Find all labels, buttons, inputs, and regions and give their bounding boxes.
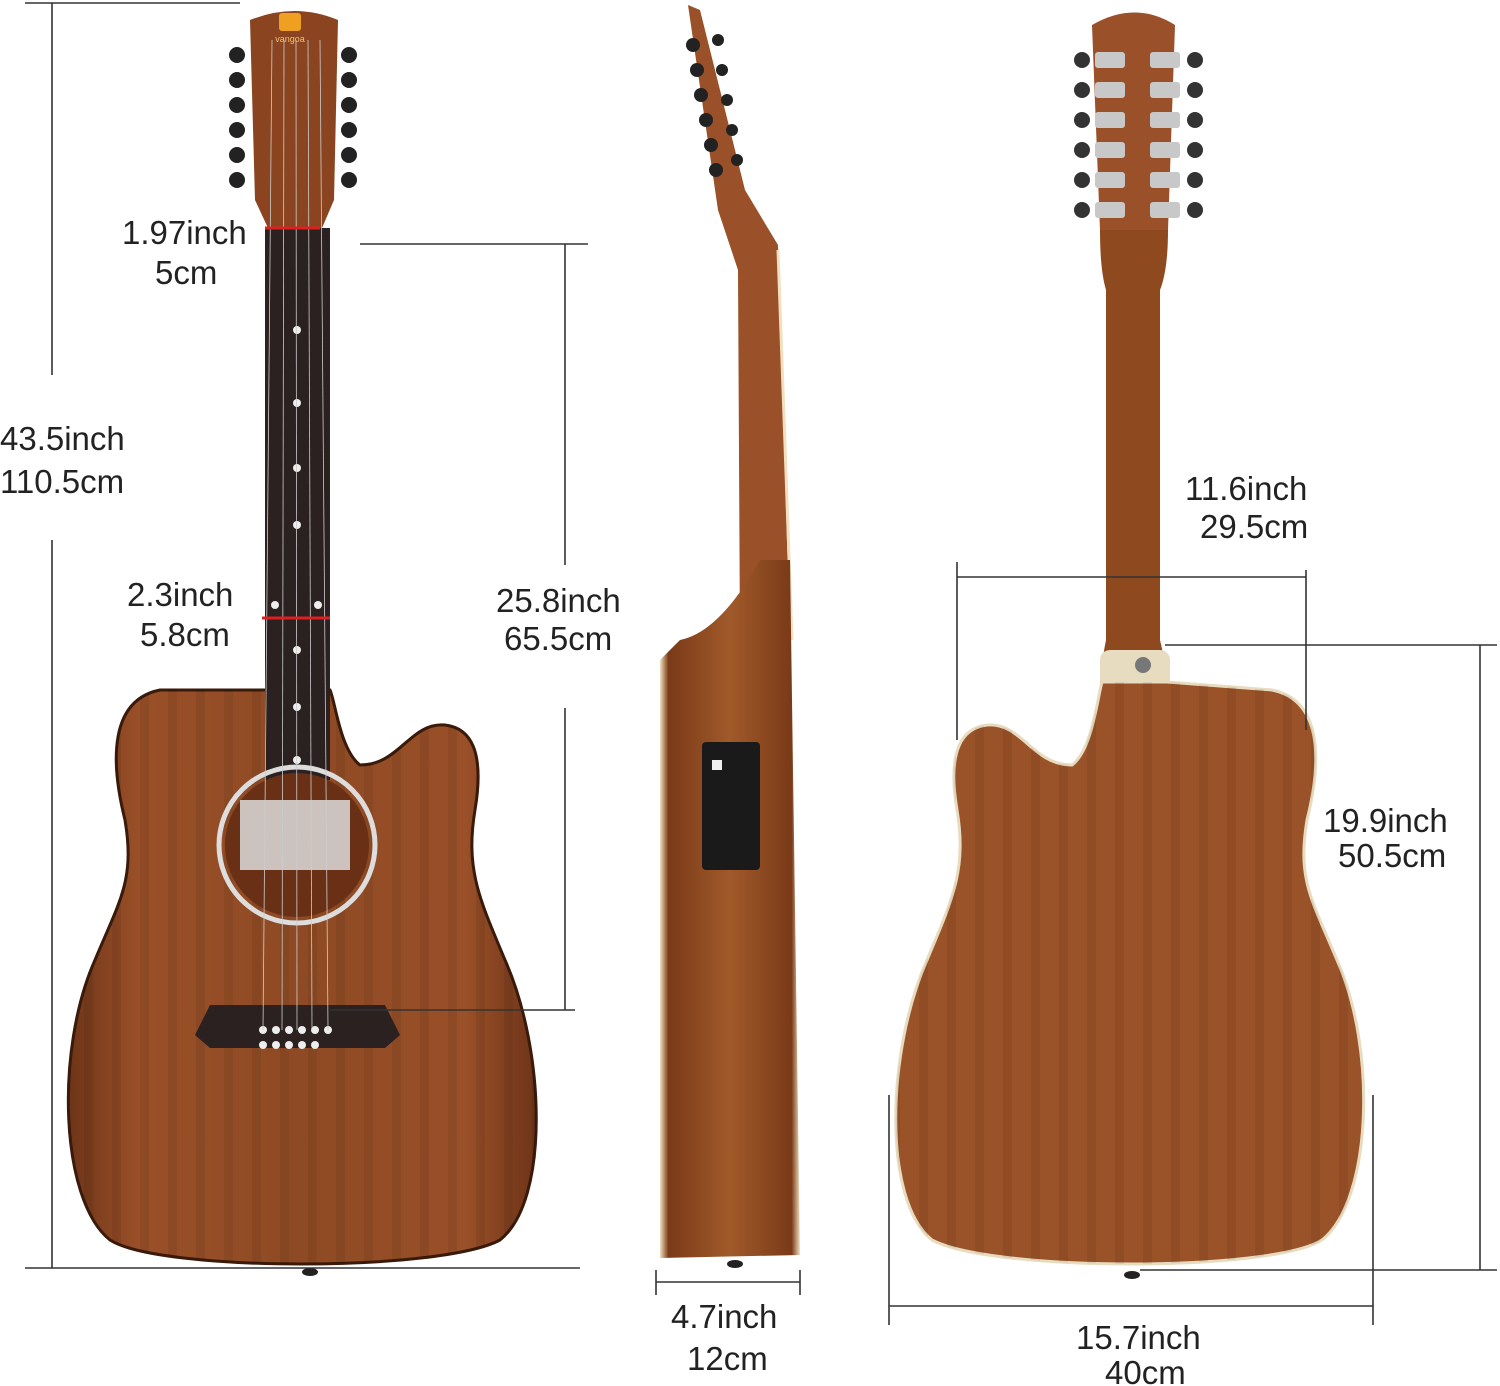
body-length-inch: 19.9inch: [1323, 802, 1448, 839]
preamp-panel: [702, 742, 760, 870]
side-body: [660, 560, 800, 1258]
back-tuners: [1074, 52, 1203, 218]
soundhole-label: [240, 800, 350, 870]
body-depth-cm: 12cm: [687, 1340, 768, 1377]
body-length-cm: 50.5cm: [1338, 837, 1446, 874]
neck-width-inch: 2.3inch: [127, 576, 233, 613]
dimension-lines: [25, 2, 1497, 1325]
back-neck: [1100, 230, 1168, 690]
scale-length-cm: 65.5cm: [504, 620, 612, 657]
scale-length-inch: 25.8inch: [496, 582, 621, 619]
vangoa-logo-badge: [279, 13, 301, 31]
strings: [262, 39, 329, 1031]
front-tuners: [229, 47, 357, 188]
upper-bout-inch: 11.6inch: [1185, 470, 1307, 507]
body-depth-inch: 4.7inch: [671, 1298, 777, 1335]
nut-width-inch: 1.97inch: [122, 214, 247, 251]
total-length-inch: 43.5inch: [0, 420, 125, 457]
neck-width-cm: 5.8cm: [140, 616, 230, 653]
side-view-guitar: [660, 5, 800, 1268]
lower-bout-cm: 40cm: [1105, 1354, 1186, 1386]
nut-width-cm: 5cm: [155, 254, 217, 291]
front-fretboard: [265, 228, 330, 698]
front-view-guitar: vangoa: [66, 11, 538, 1276]
vangoa-logo-text: vangoa: [275, 34, 305, 44]
back-view-guitar: [894, 12, 1366, 1279]
total-length-cm: 110.5cm: [0, 463, 124, 500]
upper-bout-cm: 29.5cm: [1200, 508, 1308, 545]
bridge: [195, 1005, 400, 1048]
lower-bout-inch: 15.7inch: [1076, 1319, 1201, 1356]
